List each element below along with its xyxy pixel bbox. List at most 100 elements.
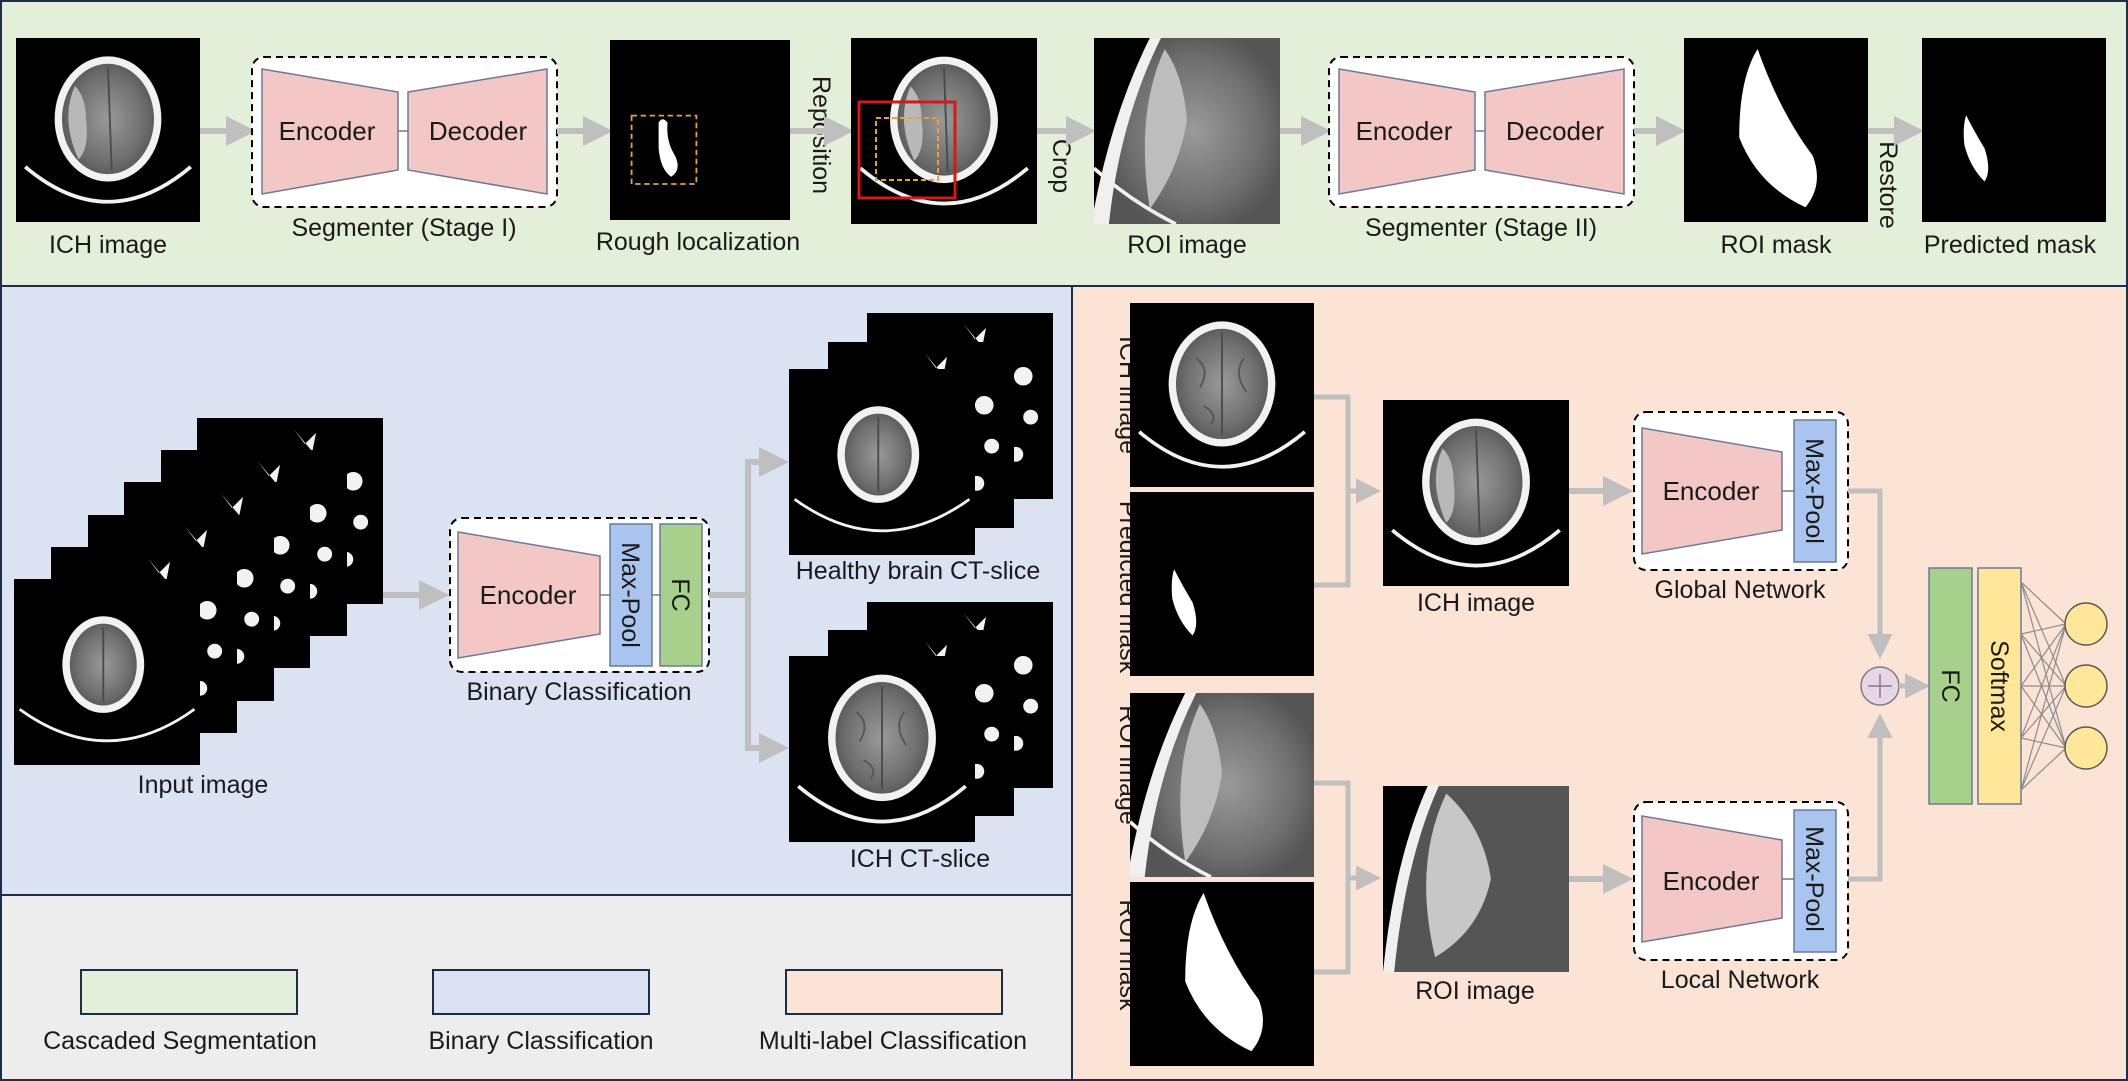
ich-slice-stack (789, 602, 1053, 842)
legend-label-segmentation: Cascaded Segmentation (43, 1027, 317, 1055)
connection-line (2020, 623, 2067, 635)
segmenter-stage1: Encoder Decoder Segmenter (Stage I) (251, 56, 558, 242)
repositioned-ct-image (851, 38, 1037, 224)
fc-block (659, 523, 703, 667)
restore-label: Restore (1874, 141, 1902, 229)
legend-swatch-binary (432, 969, 650, 1015)
merge-arrow-top (1314, 394, 1376, 588)
legend-swatch-multilabel (785, 969, 1003, 1015)
ct-slice-front (789, 369, 975, 555)
rough-box (875, 117, 939, 181)
multilabel-classification: ICH image Predicted mask ROI image ROI m… (1114, 303, 2108, 1066)
connection-line (2020, 737, 2067, 749)
connection-line (2020, 581, 2067, 625)
connection-line (2020, 623, 2067, 739)
arrow-local-to-sum (1848, 713, 1893, 882)
reposition-label: Reposition (807, 76, 835, 194)
fused-roi-image-label: ROI image (1415, 977, 1534, 1005)
ich-image-label: ICH image (49, 231, 167, 259)
maxpool-block (1793, 419, 1837, 563)
ich-slice-label: ICH CT-slice (850, 845, 990, 873)
connection-line (2020, 685, 2067, 749)
predicted-mask-image (1922, 38, 2106, 222)
legend-label-multilabel: Multi-label Classification (759, 1027, 1027, 1055)
input-roi-image (1130, 693, 1314, 877)
global-network-label: Global Network (1655, 576, 1826, 604)
fc-label: FC (666, 578, 694, 611)
roi-mask-label: ROI mask (1720, 231, 1832, 259)
binary-classifier: Encoder Max-Pool FC Binary Classificatio… (449, 517, 710, 706)
cascaded-segmentation: ICH image Encoder Decoder Segmenter (Sta… (16, 38, 2106, 259)
crop-box (857, 100, 957, 200)
roi-ct-image (1094, 38, 1280, 224)
connection-line (2020, 747, 2067, 791)
encoder-label: Encoder (1663, 866, 1760, 896)
legend-swatch-segmentation (80, 969, 298, 1015)
fc-label: FC (1936, 669, 1964, 702)
sum-operator (1860, 666, 1900, 706)
binary-classification-label: Binary Classification (466, 678, 691, 706)
healthy-slice-stack (789, 313, 1053, 555)
fused-ich-image (1383, 400, 1569, 586)
ct-slice-front (789, 656, 975, 842)
legend: Cascaded Segmentation Binary Classificat… (43, 969, 1027, 1055)
input-roi-mask (1130, 882, 1314, 1066)
segmenter-stage2: Encoder Decoder Segmenter (Stage II) (1328, 56, 1635, 242)
local-network-label: Local Network (1661, 966, 1820, 994)
encoder-block (261, 68, 399, 195)
arrow-to-healthy (709, 447, 789, 598)
ct-slice-front (14, 579, 200, 765)
fused-ich-image-label: ICH image (1417, 589, 1535, 617)
arrow-to-ich (745, 595, 789, 763)
roi-mask-image (1684, 38, 1868, 222)
fused-roi-image (1383, 786, 1569, 972)
input-ich-image (1130, 303, 1314, 487)
roi-image-label: ROI image (1127, 231, 1246, 259)
connection-line (2020, 685, 2067, 791)
maxpool-label: Max-Pool (1800, 826, 1828, 932)
connection-line (2020, 581, 2067, 749)
connection-line (2020, 623, 2067, 791)
rough-localization-image (610, 40, 790, 220)
encoder-block (1338, 68, 1476, 195)
encoder-block (1641, 815, 1783, 943)
connection-line (2020, 633, 2067, 749)
maxpool-label: Max-Pool (1800, 438, 1828, 544)
decoder-label: Decoder (1506, 116, 1605, 146)
softmax-block (1977, 567, 2022, 805)
output-node (2064, 602, 2108, 646)
segmenter-stage2-label: Segmenter (Stage II) (1365, 214, 1597, 242)
ich-ct-image (16, 38, 200, 222)
decoder-block (1484, 68, 1625, 195)
encoder-block (457, 531, 601, 659)
softmax-label: Softmax (1985, 640, 2013, 732)
encoder-label: Encoder (279, 116, 376, 146)
global-network: Encoder Max-Pool Global Network (1633, 411, 1849, 604)
merge-arrow-bottom (1314, 780, 1376, 975)
maxpool-label: Max-Pool (616, 542, 644, 648)
crop-label: Crop (1047, 139, 1075, 193)
segmenter-stage1-label: Segmenter (Stage I) (291, 214, 516, 242)
rough-localization-label: Rough localization (596, 228, 800, 256)
local-network: Encoder Max-Pool Local Network (1633, 801, 1849, 994)
encoder-label: Encoder (1356, 116, 1453, 146)
legend-label-binary: Binary Classification (428, 1027, 653, 1055)
input-image-label: Input image (138, 771, 269, 799)
decoder-label: Decoder (429, 116, 528, 146)
connection-line (2020, 623, 2067, 687)
output-node (2064, 726, 2108, 770)
plus-icon (1868, 674, 1892, 698)
encoder-label: Encoder (1663, 476, 1760, 506)
arrow-global-to-sum (1848, 488, 1893, 659)
healthy-slice-label: Healthy brain CT-slice (796, 557, 1041, 585)
predicted-mask-label: Predicted mask (1924, 231, 2097, 259)
connection-line (2020, 581, 2067, 687)
encoder-label: Encoder (480, 580, 577, 610)
output-node (2064, 664, 2108, 708)
reposition-image (851, 38, 1037, 224)
output-nodes (2020, 581, 2108, 791)
fc-block (1928, 567, 1973, 805)
decoder-block (407, 68, 548, 195)
encoder-block (1641, 427, 1783, 555)
